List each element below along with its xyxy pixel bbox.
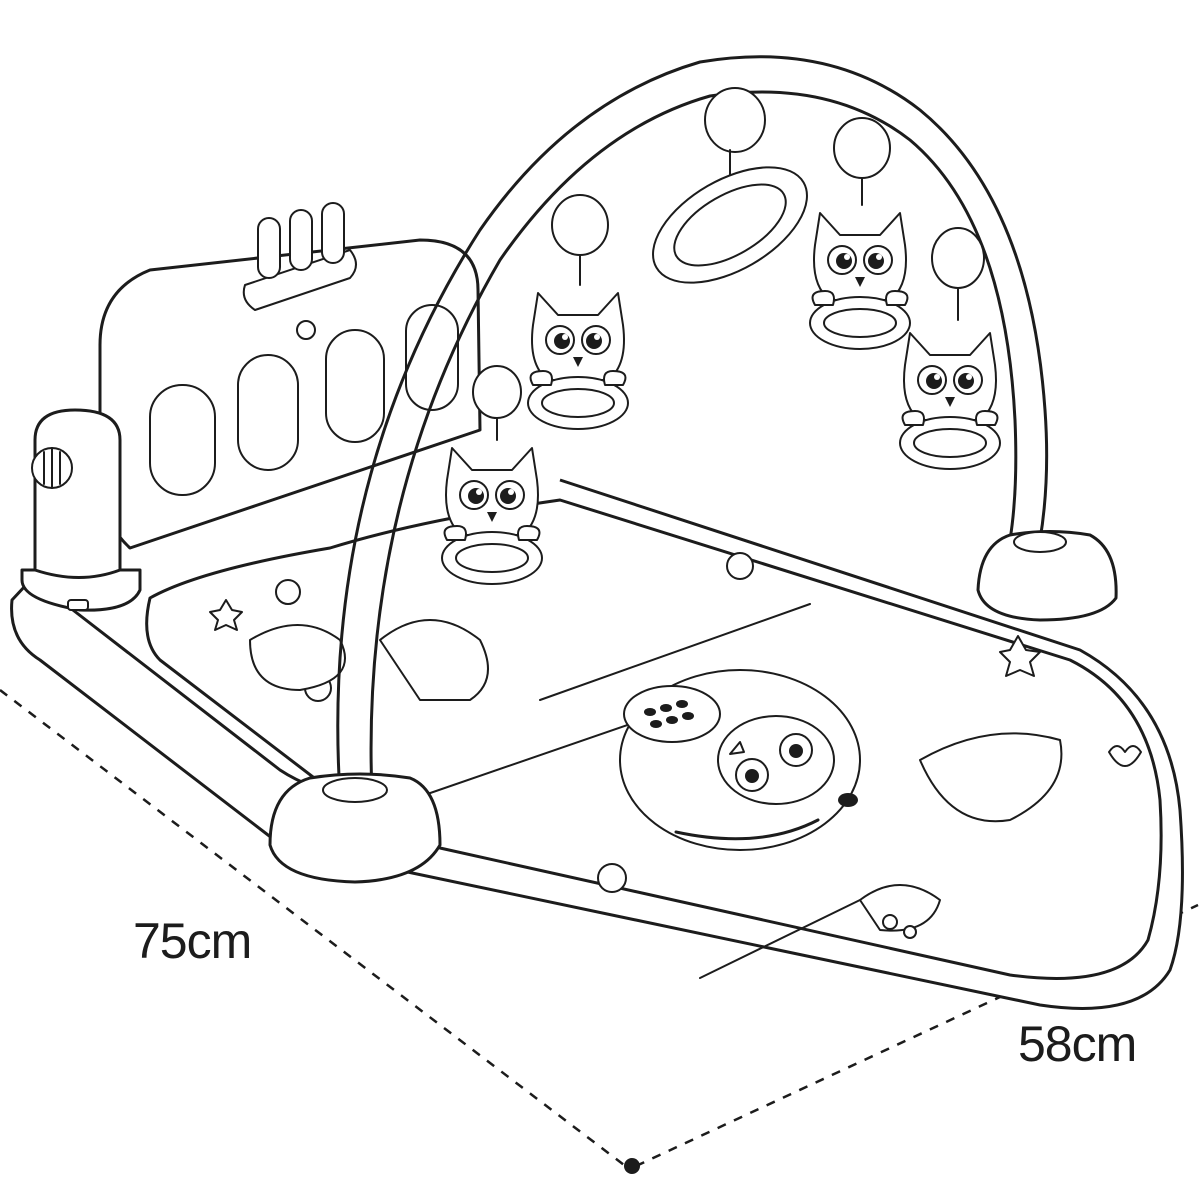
mat-owl-face <box>717 715 835 805</box>
owl-toy-3 <box>899 287 1001 470</box>
length-dimension-line <box>0 689 629 1169</box>
owl-toy-2 <box>809 177 911 350</box>
owl-toy-4 <box>441 417 543 585</box>
speaker-post <box>20 408 142 612</box>
play-mat <box>145 498 1163 980</box>
corner-dot <box>624 1158 640 1174</box>
hanging-rings <box>472 87 985 419</box>
dimension-lines <box>0 689 1199 1174</box>
panel-handle <box>242 249 357 311</box>
mirror-toy <box>652 149 808 284</box>
length-dimension-label: 75cm <box>133 913 252 969</box>
width-dimension-label: 58cm <box>1018 1016 1137 1072</box>
arch-feet <box>268 530 1118 884</box>
back-panel <box>98 202 482 550</box>
width-dimension-line <box>635 903 1199 1168</box>
owl-toy-1 <box>527 254 629 430</box>
